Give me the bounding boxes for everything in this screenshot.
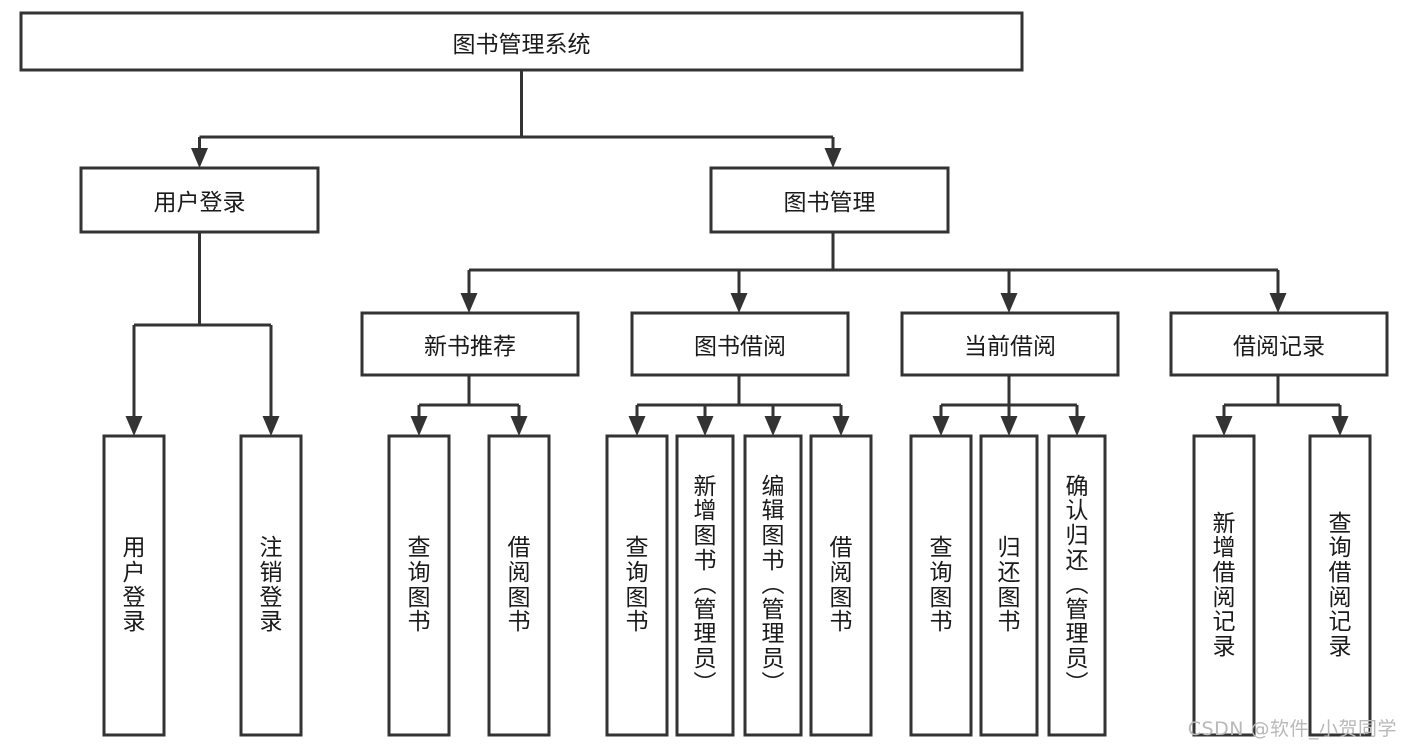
arrowhead-leaf-user-login — [125, 416, 143, 436]
node-box-leaf-add-book[interactable] — [675, 434, 735, 737]
arrowhead-leaf-query-book-2 — [628, 416, 646, 436]
arrowhead-current-borrow — [1000, 293, 1018, 313]
arrowhead-new-book-rec — [460, 293, 478, 313]
node-box-leaf-return-book[interactable] — [979, 434, 1039, 737]
arrowhead-leaf-confirm-return — [1068, 416, 1086, 436]
arrowhead-leaf-query-book-3 — [932, 416, 950, 436]
node-box-user-login[interactable] — [79, 166, 320, 234]
node-box-borrow-record[interactable] — [1169, 311, 1389, 377]
connector-layer — [125, 70, 1349, 436]
arrowhead-leaf-query-record — [1331, 416, 1349, 436]
node-box-root[interactable] — [19, 11, 1024, 72]
node-box-leaf-query-record[interactable] — [1308, 434, 1372, 737]
arrowhead-leaf-return-book — [1000, 416, 1018, 436]
node-box-leaf-borrow-book-1[interactable] — [487, 434, 551, 737]
node-box-new-book-rec[interactable] — [360, 311, 580, 377]
node-box-leaf-borrow-book-2[interactable] — [809, 434, 873, 737]
node-box-leaf-user-login[interactable] — [102, 434, 166, 737]
node-box-leaf-query-book-2[interactable] — [605, 434, 669, 737]
arrowhead-user-login — [191, 148, 208, 168]
csdn-watermark: CSDN @软件_小贺同学 — [1187, 718, 1397, 740]
arrowhead-leaf-borrow-book-2 — [832, 416, 850, 436]
node-box-leaf-confirm-return[interactable] — [1047, 434, 1107, 737]
node-box-leaf-logout[interactable] — [239, 434, 303, 737]
arrowhead-book-borrow — [730, 293, 748, 313]
node-box-current-borrow[interactable] — [900, 311, 1120, 377]
arrowhead-leaf-borrow-book-1 — [510, 416, 528, 436]
node-box-leaf-query-book-1[interactable] — [387, 434, 451, 737]
arrowhead-leaf-add-record — [1215, 416, 1233, 436]
node-box-leaf-add-record[interactable] — [1192, 434, 1256, 737]
arrowhead-leaf-add-book — [696, 416, 714, 436]
arrowhead-book-manage — [824, 148, 842, 168]
arrowhead-borrow-record — [1269, 293, 1287, 313]
node-box-layer — [19, 11, 1389, 737]
node-box-leaf-edit-book[interactable] — [743, 434, 803, 737]
arrowhead-leaf-query-book-1 — [410, 416, 428, 436]
node-box-leaf-query-book-3[interactable] — [909, 434, 973, 737]
node-box-book-manage[interactable] — [709, 166, 950, 234]
arrowhead-leaf-logout — [262, 416, 280, 436]
node-box-book-borrow[interactable] — [630, 311, 850, 377]
arrowhead-leaf-edit-book — [764, 416, 782, 436]
